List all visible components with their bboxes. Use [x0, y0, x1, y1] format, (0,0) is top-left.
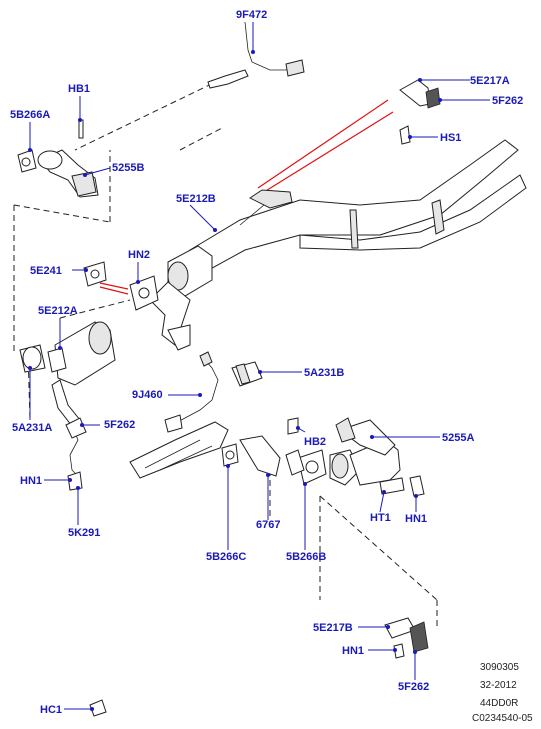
part-callouts: 9F472 HB1 5B266A 5255B 5E217A 5F262 HS1 …	[10, 9, 523, 716]
sensor-harness	[65, 417, 87, 479]
callout-5255b: 5255B	[112, 162, 144, 174]
hangers-and-fasteners	[67, 79, 441, 717]
red-leader-lines	[99, 99, 394, 295]
reference-line-2: 32-2012	[480, 680, 517, 691]
callout-9j460: 9J460	[132, 389, 163, 401]
callout-hc1: HC1	[40, 704, 62, 716]
callout-5e217b: 5E217B	[313, 622, 353, 634]
callout-5b266b: 5B266B	[286, 551, 326, 563]
callout-5e212b: 5E212B	[176, 193, 216, 205]
leader-lines	[29, 22, 490, 710]
oxygen-sensors	[164, 21, 305, 433]
callout-5e217a: 5E217A	[470, 75, 510, 87]
callout-9f472: 9F472	[236, 9, 267, 21]
callout-5b266a: 5B266A	[10, 109, 50, 121]
callout-5f262-top: 5F262	[492, 95, 523, 107]
callout-5b266c: 5B266C	[206, 551, 246, 563]
heat-shield	[129, 421, 305, 479]
callout-5e241: 5E241	[30, 265, 62, 277]
reference-line-3: 44DD0R	[480, 698, 518, 709]
main-exhaust-pipe	[149, 139, 527, 351]
callout-hb2: HB2	[304, 436, 326, 448]
leader-endpoints	[28, 50, 442, 711]
downpipe-5255a	[329, 417, 401, 486]
callout-6767: 6767	[256, 519, 280, 531]
reference-line-4: C0234540-05	[472, 713, 533, 724]
callout-hs1: HS1	[440, 132, 461, 144]
reference-line-1: 3090305	[480, 662, 519, 673]
callout-ht1: HT1	[370, 512, 391, 524]
callout-hn2: HN2	[128, 249, 150, 261]
callout-5e212a: 5E212A	[38, 305, 78, 317]
flanges	[83, 261, 327, 485]
callout-hb1: HB1	[68, 83, 90, 95]
callout-hn1-left: HN1	[20, 475, 42, 487]
callout-5a231a: 5A231A	[12, 422, 52, 434]
callout-5f262-mid: 5F262	[104, 419, 135, 431]
upstream-pipe-5255b	[17, 149, 99, 198]
callout-5a231b: 5A231B	[304, 367, 344, 379]
callout-5255a: 5255A	[442, 432, 474, 444]
callout-hn1-bottom: HN1	[342, 645, 364, 657]
reference-block: 3090305 32-2012 44DD0R C0234540-05	[472, 662, 533, 724]
callout-5f262-bottom: 5F262	[398, 681, 429, 693]
clamp-5a231b	[231, 361, 263, 387]
left-catalytic-converter	[19, 321, 116, 427]
callout-5k291: 5K291	[68, 527, 100, 539]
callout-hn1-right: HN1	[405, 513, 427, 525]
